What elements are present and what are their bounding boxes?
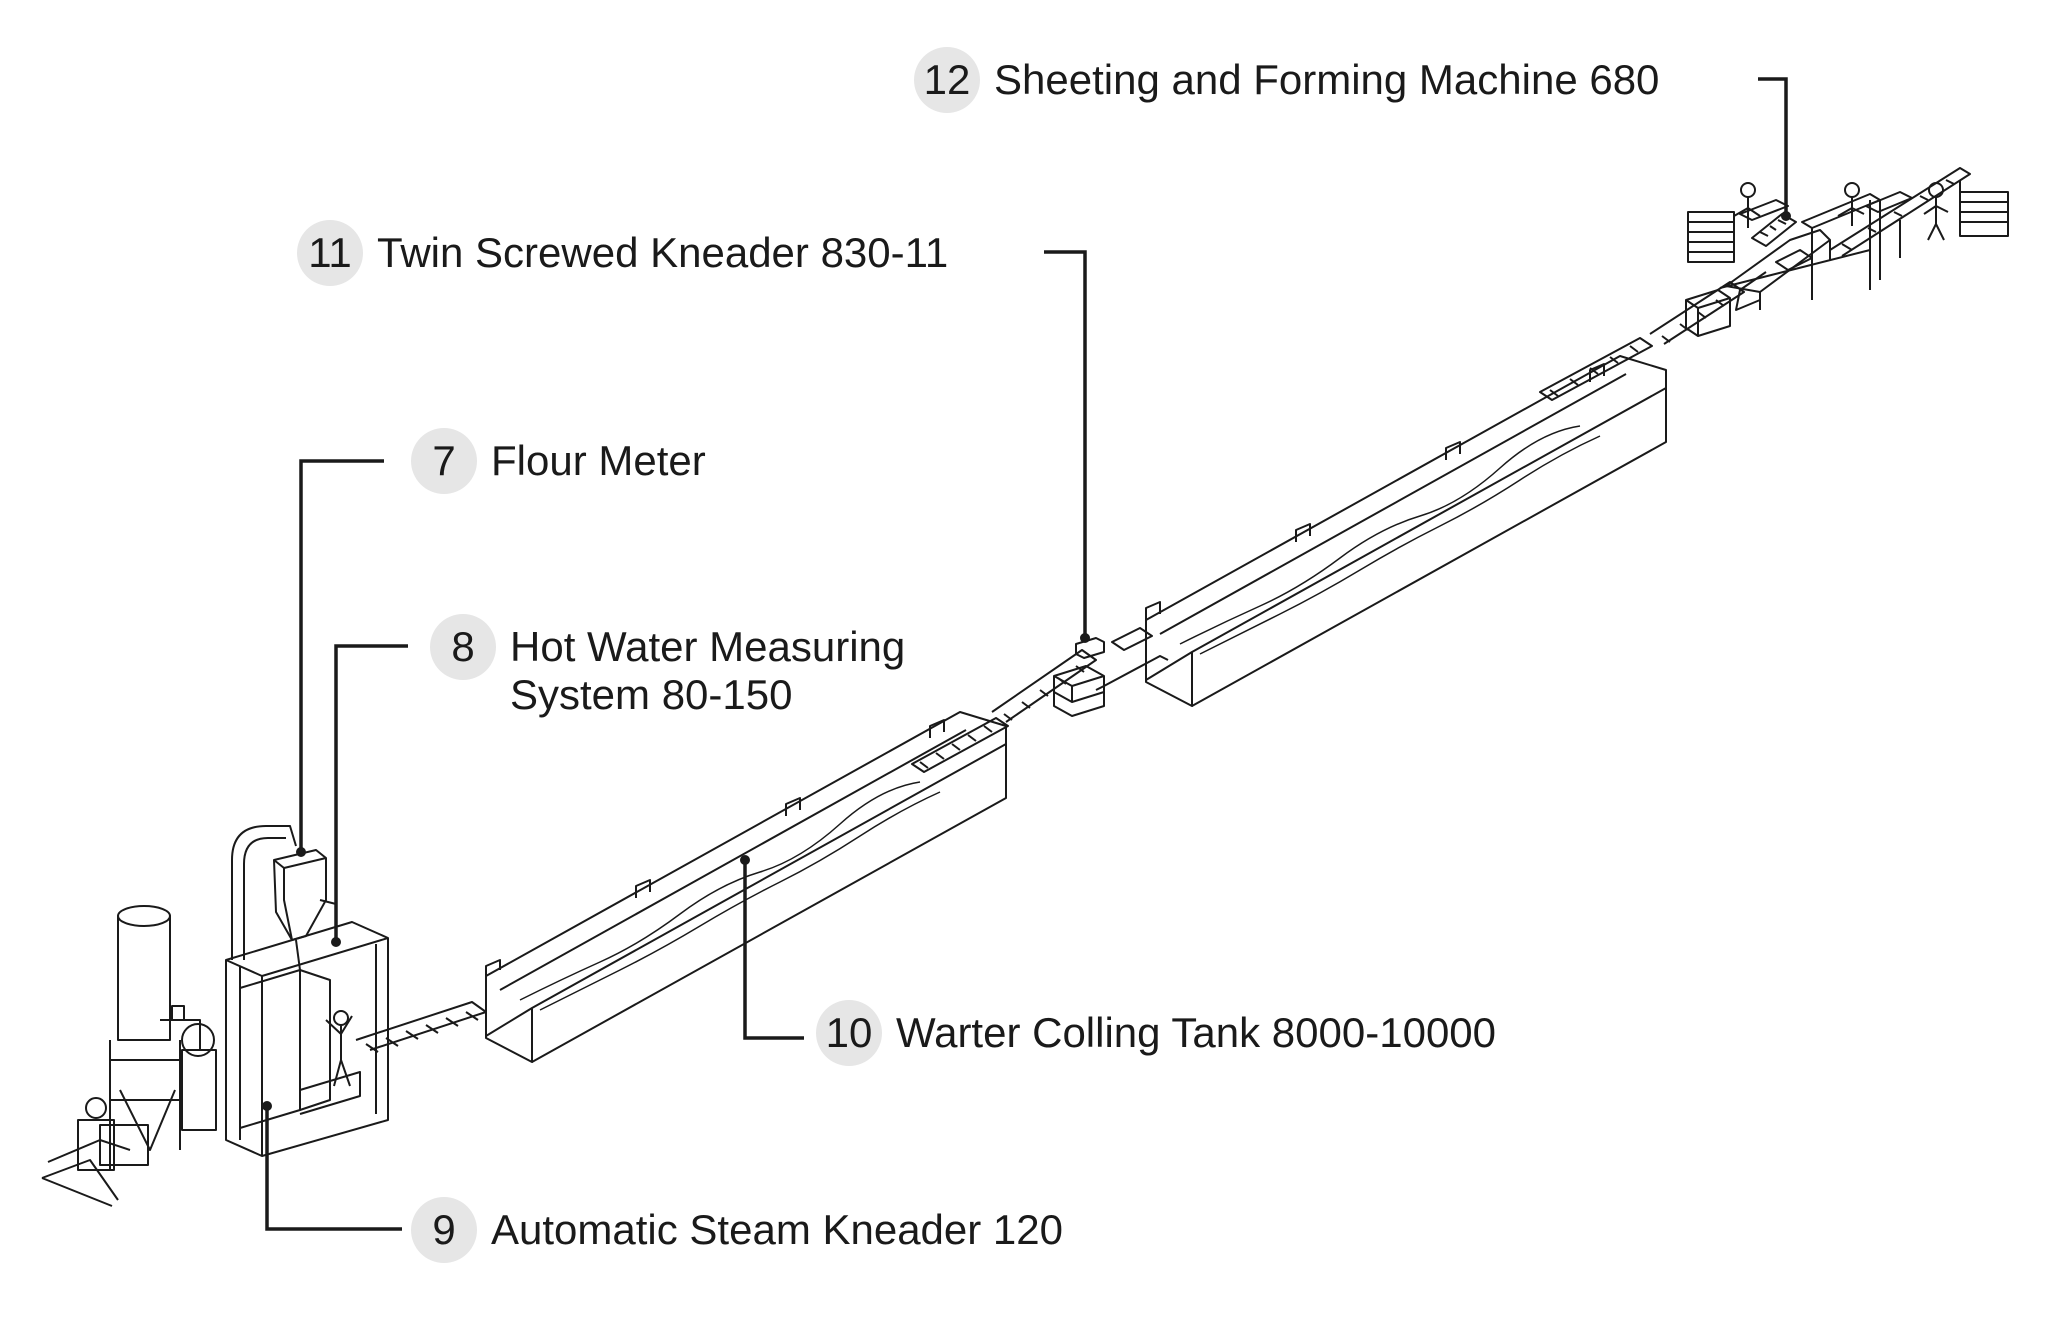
conveyor-belt-2 [991,649,1097,723]
cooling-tank-1 [485,711,1009,1063]
boiler-unit-illustration [41,905,217,1207]
label-number-badge: 10 [816,1000,882,1066]
label-sheeting-forming-machine: 12 Sheeting and Forming Machine 680 [914,47,1659,113]
leader-line-12 [1758,77,1788,216]
label-text: Twin Screwed Kneader 830-11 [377,229,949,276]
label-number-badge: 8 [430,614,496,680]
label-twin-screwed-kneader: 11 Twin Screwed Kneader 830-11 [297,220,948,286]
label-flour-meter: 7 Flour Meter [411,428,706,494]
label-text: Flour Meter [491,437,706,484]
leader-dots [262,211,1791,1111]
label-number-badge: 9 [411,1197,477,1263]
label-text: Warter Colling Tank 8000-10000 [896,1009,1497,1056]
label-text: Hot Water Measuring System 80-150 [510,623,906,718]
cooling-tank-2 [1111,337,1667,707]
twin-screw-kneader-illustration [1053,637,1169,717]
leader-line-9 [265,1106,402,1231]
label-automatic-steam-kneader: 9 Automatic Steam Kneader 120 [411,1197,1063,1263]
leader-line-11 [1044,250,1087,638]
leader-line-10 [743,860,804,1040]
leader-dot-8 [331,937,341,947]
leader-line-8 [334,644,408,942]
leader-line-7 [299,459,384,852]
label-number-badge: 7 [411,428,477,494]
sheeting-forming-machine-illustration [1685,167,2009,337]
label-text: Sheeting and Forming Machine 680 [994,56,1660,103]
leader-dot-7 [296,847,306,857]
leader-dot-11 [1080,633,1090,643]
steam-kneader-tower-illustration [225,825,389,1157]
conveyor-belt-1 [355,1001,487,1053]
leader-dot-9 [262,1101,272,1111]
leader-dot-12 [1781,211,1791,221]
label-number-badge: 12 [914,47,980,113]
leader-lines [265,77,1788,1231]
label-hot-water-measuring-system: 8 Hot Water Measuring System 80-150 [430,614,905,719]
label-number-badge: 11 [297,220,363,286]
label-water-cooling-tank: 10 Warter Colling Tank 8000-10000 [816,1000,1496,1066]
label-text: Automatic Steam Kneader 120 [491,1206,1064,1253]
leader-dot-10 [740,855,750,865]
